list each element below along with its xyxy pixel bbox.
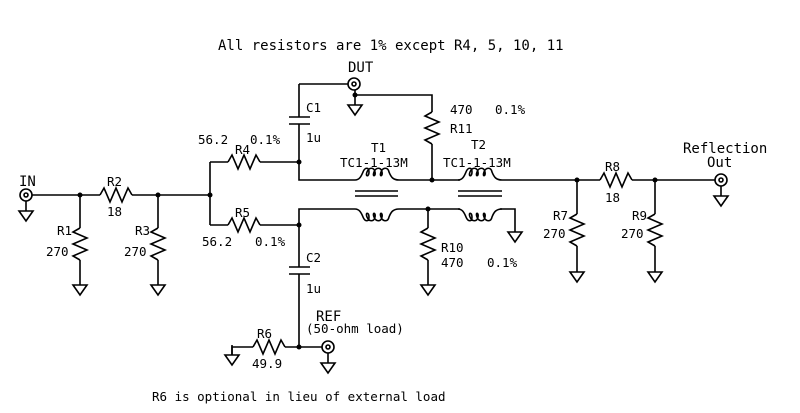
- r1-value: 270: [46, 244, 69, 259]
- ref-connector-icon: [321, 340, 335, 354]
- shunt-wire: [576, 180, 656, 262]
- ground-icon: [569, 261, 585, 283]
- r2-value: 18: [107, 204, 122, 219]
- dut-connector-icon: [347, 77, 361, 91]
- resistor-r10: [420, 227, 436, 261]
- r3-name: R3: [135, 223, 150, 238]
- c1-wire: [289, 83, 355, 181]
- t1-secondary-coil: [354, 208, 400, 222]
- ground-icon: [647, 261, 663, 283]
- resistor-r8: [599, 172, 633, 188]
- secondary-wire: [298, 208, 516, 225]
- ground-icon: [320, 352, 336, 374]
- c1-name: C1: [306, 100, 321, 115]
- t1-core: [355, 190, 398, 197]
- resistor-r1: [72, 227, 88, 261]
- r5-name: R5: [235, 205, 250, 220]
- r6-value: 49.9: [252, 356, 282, 371]
- ground-icon: [72, 274, 88, 296]
- r11-name: R11: [450, 121, 473, 136]
- r11-value: 470: [450, 102, 473, 117]
- resistor-r2: [99, 187, 133, 203]
- r4-name: R4: [235, 142, 250, 157]
- resistor-r6: [252, 339, 286, 355]
- in-label: IN: [19, 174, 36, 190]
- r1-name: R1: [57, 223, 72, 238]
- r10-name: R10: [441, 240, 464, 255]
- in-connector-icon: [19, 188, 33, 202]
- c1-value: 1u: [306, 130, 321, 145]
- footnote: R6 is optional in lieu of external load: [152, 389, 446, 404]
- r9-value: 270: [621, 226, 644, 241]
- ground-icon: [507, 221, 523, 243]
- ref-note: (50-ohm load): [306, 321, 404, 336]
- output-connector-icon: [714, 173, 728, 187]
- title-note: All resistors are 1% except R4, 5, 10, 1…: [218, 38, 564, 54]
- resistor-r4: [227, 154, 261, 170]
- t2-part: TC1-1-13M: [443, 155, 511, 170]
- r10-value: 470: [441, 255, 464, 270]
- resistor-r11: [424, 111, 440, 145]
- r9-name: R9: [632, 208, 647, 223]
- ground-icon: [18, 200, 34, 222]
- r6-name: R6: [257, 326, 272, 341]
- r5-tolerance: 0.1%: [255, 234, 286, 249]
- dut-label: DUT: [348, 60, 374, 76]
- resistor-r5: [227, 217, 261, 233]
- r10-tolerance: 0.1%: [487, 255, 518, 270]
- ground-icon: [347, 94, 363, 116]
- junction: [296, 344, 302, 350]
- t2-primary-coil: [457, 167, 503, 181]
- r8-value: 18: [605, 190, 620, 205]
- ground-icon: [420, 274, 436, 296]
- resistor-r9: [647, 213, 663, 247]
- r11-tolerance: 0.1%: [495, 102, 526, 117]
- t2-name: T2: [471, 137, 486, 152]
- t1-part: TC1-1-13M: [340, 155, 408, 170]
- junction: [429, 177, 435, 183]
- r7-name: R7: [553, 208, 568, 223]
- ground-icon: [713, 185, 729, 207]
- t2-secondary-coil: [457, 208, 503, 222]
- reflection-out-label-2: Out: [707, 155, 732, 171]
- reflection-out-label: Reflection: [683, 141, 767, 157]
- r2-name: R2: [107, 174, 122, 189]
- t1-primary-coil: [354, 167, 400, 181]
- ground-icon: [224, 344, 240, 366]
- r4-value: 56.2: [198, 132, 228, 147]
- resistor-r3: [150, 227, 166, 261]
- r8-name: R8: [605, 159, 620, 174]
- r5-value: 56.2: [202, 234, 232, 249]
- t1-name: T1: [371, 140, 386, 155]
- t2-core: [458, 190, 502, 197]
- r3-value: 270: [124, 244, 147, 259]
- r7-value: 270: [543, 226, 566, 241]
- ref-label: REF: [316, 309, 341, 325]
- r4-tolerance: 0.1%: [250, 132, 281, 147]
- ground-icon: [150, 274, 166, 296]
- c2-name: C2: [306, 250, 321, 265]
- c2-value: 1u: [306, 281, 321, 296]
- resistor-r7: [569, 213, 585, 247]
- bridge-wire: [209, 161, 299, 226]
